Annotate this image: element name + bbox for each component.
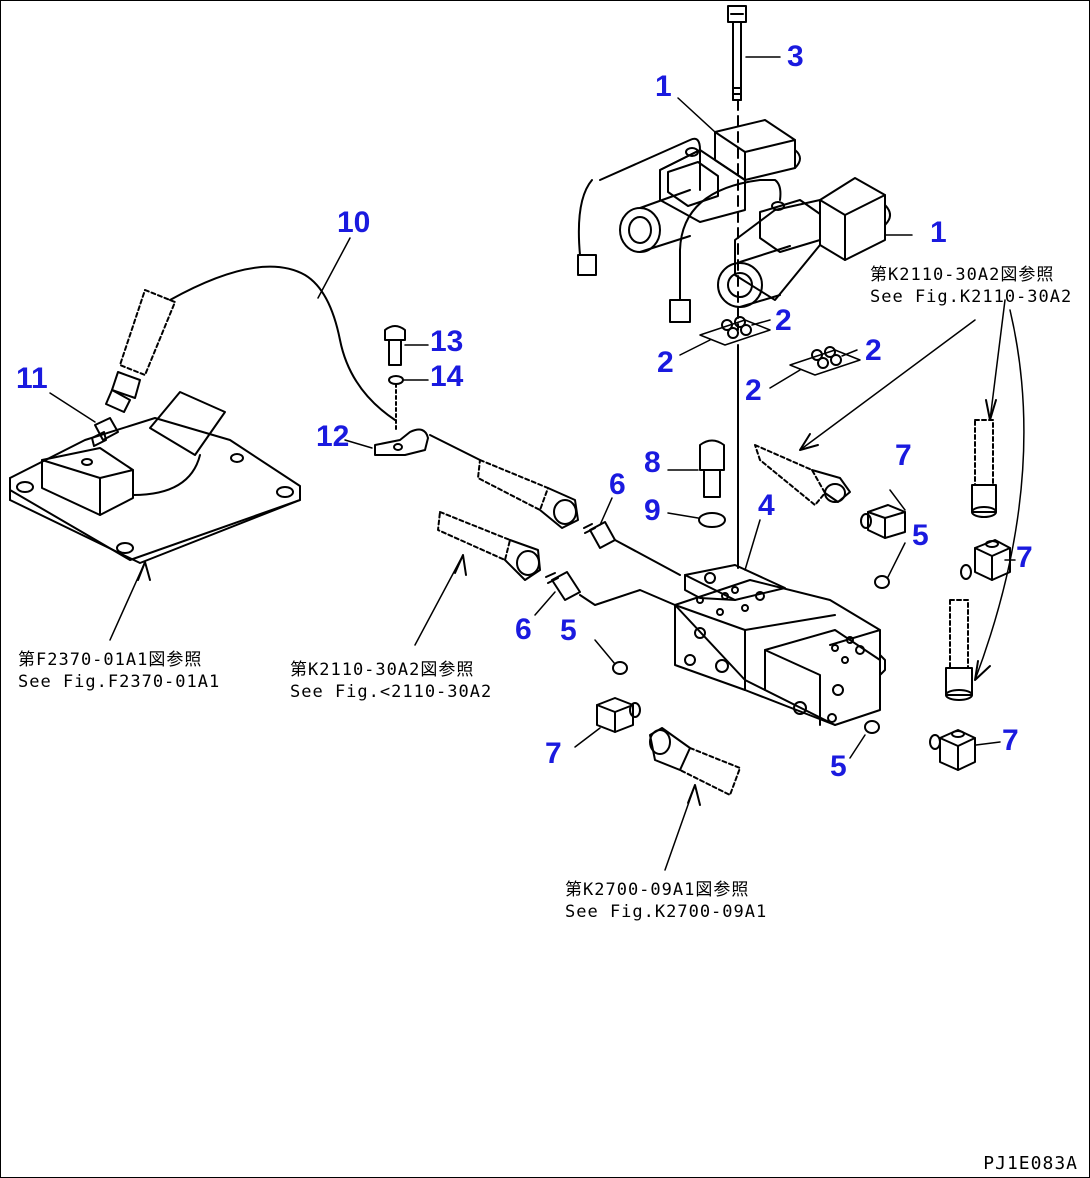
ref-note-mid: 第K2110-30A2図参照 See Fig.<2110-30A2 xyxy=(290,659,492,703)
leader-lines xyxy=(49,56,1025,871)
callout-4: 4 xyxy=(758,489,775,522)
callout-14: 14 xyxy=(430,360,464,393)
hose-bottom xyxy=(649,727,741,796)
callout-3: 3 xyxy=(787,40,804,73)
clamp-12 xyxy=(374,428,429,456)
washer-9 xyxy=(698,512,726,528)
callout-2a: 2 xyxy=(775,304,792,337)
callout-10: 10 xyxy=(337,206,371,239)
fitting-7a xyxy=(860,504,906,539)
ref-note-top-right: 第K2110-30A2図参照 See Fig.K2110-30A2 xyxy=(870,264,1072,308)
callout-7c: 7 xyxy=(545,737,562,770)
bracket-plate xyxy=(9,391,301,564)
adapter-6a xyxy=(583,521,681,576)
ref-note-jp: 第K2110-30A2図参照 xyxy=(870,265,1055,285)
callout-7a: 7 xyxy=(895,439,912,472)
callout-8: 8 xyxy=(644,446,661,479)
sensor-cable-10 xyxy=(105,265,481,461)
sensor-11 xyxy=(91,417,119,447)
callout-1a: 1 xyxy=(655,70,672,103)
ref-note-en: See Fig.<2110-30A2 xyxy=(290,682,493,702)
plug-5a xyxy=(874,575,890,589)
callout-6b: 6 xyxy=(515,613,532,646)
callout-12: 12 xyxy=(316,420,350,453)
callout-2c: 2 xyxy=(657,346,674,379)
callout-6a: 6 xyxy=(609,468,626,501)
washer-14 xyxy=(388,375,404,385)
callout-2d: 2 xyxy=(745,374,762,407)
callout-5a: 5 xyxy=(912,519,929,552)
o-rings-2b xyxy=(789,346,861,376)
ref-note-en: See Fig.K2700-09A1 xyxy=(565,902,768,922)
hose-left-1 xyxy=(477,459,579,529)
o-rings-2a xyxy=(699,316,771,346)
hose-mid-right xyxy=(754,444,851,506)
hose-left-2 xyxy=(437,511,541,581)
solenoid-valve-upper xyxy=(577,119,796,276)
solenoid-valve-lower xyxy=(669,149,891,323)
callout-2b: 2 xyxy=(865,334,882,367)
ref-note-bottom: 第K2700-09A1図参照 See Fig.K2700-09A1 xyxy=(565,879,767,923)
ref-note-en: See Fig.F2370-01A1 xyxy=(18,672,221,692)
plug-5c xyxy=(864,720,880,734)
fitting-7b xyxy=(960,539,1011,581)
valve-block-4 xyxy=(674,564,886,726)
ref-note-en: See Fig.K2110-30A2 xyxy=(870,287,1073,307)
callout-7b: 7 xyxy=(1016,541,1033,574)
plug-5b xyxy=(612,661,628,675)
hose-right-vertical-bottom xyxy=(945,599,973,701)
callout-11: 11 xyxy=(16,362,48,395)
callout-13: 13 xyxy=(430,325,464,358)
hose-right-vertical-top xyxy=(971,419,997,518)
bolt-3 xyxy=(727,5,747,101)
callout-9: 9 xyxy=(644,494,661,527)
callout-1b: 1 xyxy=(930,216,947,249)
adapter-6b xyxy=(545,571,676,606)
ref-note-jp: 第K2700-09A1図参照 xyxy=(565,880,750,900)
ref-note-jp: 第K2110-30A2図参照 xyxy=(290,660,475,680)
bolt-8 xyxy=(699,439,725,498)
ref-note-left: 第F2370-01A1図参照 See Fig.F2370-01A1 xyxy=(18,649,220,693)
callout-7d: 7 xyxy=(1002,724,1019,757)
callout-5c: 5 xyxy=(830,750,847,783)
ref-note-jp: 第F2370-01A1図参照 xyxy=(18,650,203,670)
fitting-7c xyxy=(596,697,641,733)
bolt-13 xyxy=(384,325,406,366)
callout-5b: 5 xyxy=(560,614,577,647)
fitting-7d xyxy=(929,729,976,771)
drawing-code: PJ1E083A xyxy=(983,1153,1078,1174)
